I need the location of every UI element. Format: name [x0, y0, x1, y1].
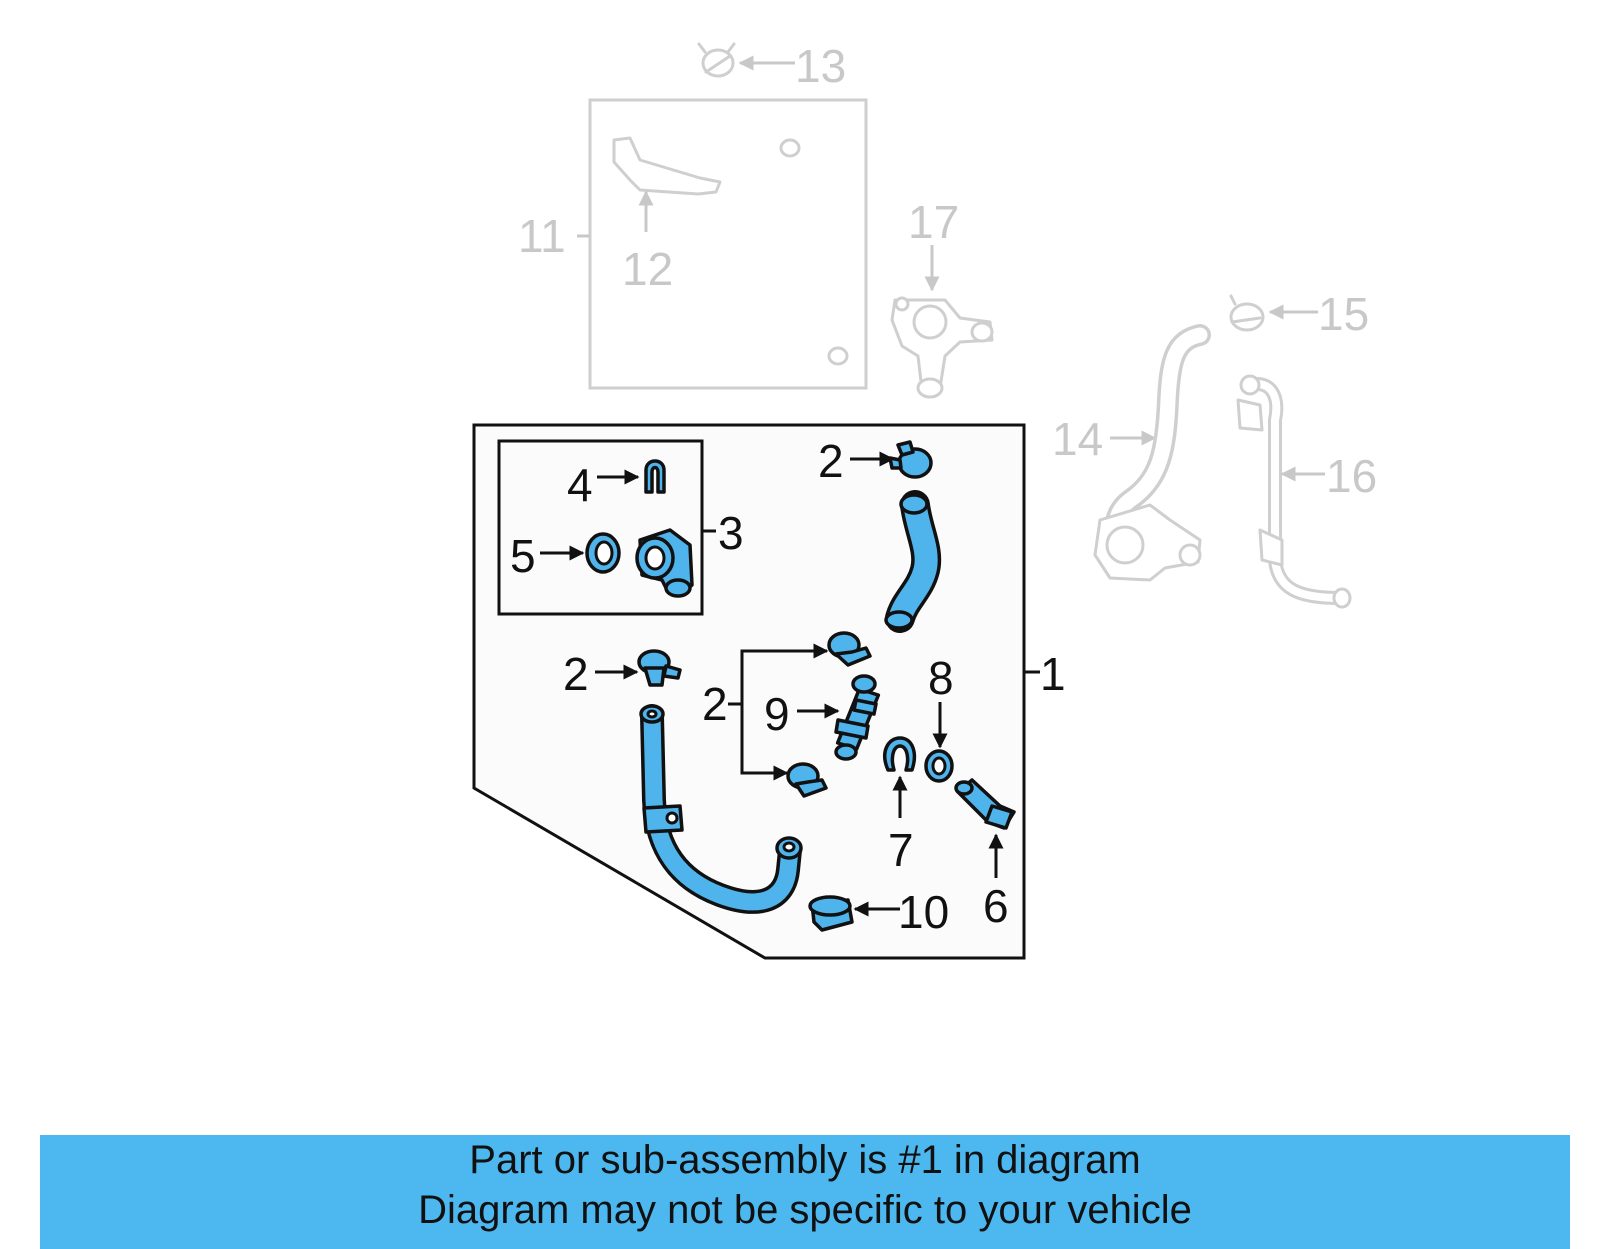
- callout-9: 9: [764, 688, 790, 740]
- parts-diagram: 13 11 12 17 15 14: [472, 40, 1377, 960]
- banner-line-2: Diagram may not be specific to your vehi…: [418, 1188, 1192, 1232]
- assembly-1: 1 3 4 5 2: [472, 423, 1066, 960]
- callout-11: 11: [518, 210, 566, 262]
- callout-12: 12: [622, 243, 673, 295]
- callout-4: 4: [567, 459, 593, 511]
- part-14-hose: [1093, 324, 1211, 582]
- part-1-hose-upper: [884, 490, 942, 633]
- callout-15: 15: [1318, 288, 1369, 340]
- part-17-valve: [890, 296, 994, 399]
- part-13-clamp: [697, 42, 736, 78]
- banner-line-1: Part or sub-assembly is #1 in diagram: [469, 1138, 1141, 1182]
- callout-2-bracket: 2: [702, 678, 728, 730]
- part-1-hose-lower: [639, 704, 803, 914]
- callout-2-top: 2: [818, 435, 844, 487]
- callout-6: 6: [983, 880, 1009, 932]
- part-2-clamp-mid-top: [827, 631, 872, 667]
- callout-16: 16: [1326, 450, 1377, 502]
- part-2-clamp-top: [888, 440, 933, 479]
- callout-3: 3: [718, 507, 744, 559]
- callout-17: 17: [908, 196, 959, 248]
- sub-assembly-11-frame: [588, 98, 868, 390]
- info-banner: Part or sub-assembly is #1 in diagram Di…: [40, 1135, 1570, 1249]
- part-11-pipe: [612, 136, 849, 366]
- callout-2-left: 2: [563, 648, 589, 700]
- part-10-clamp: [808, 895, 854, 932]
- faded-parts: 13 11 12 17 15 14: [518, 40, 1377, 609]
- part-4-clip: [644, 459, 666, 494]
- callout-1: 1: [1040, 648, 1066, 700]
- callout-10: 10: [898, 886, 949, 938]
- callout-13: 13: [795, 40, 846, 92]
- part-5-o-ring: [585, 532, 621, 574]
- part-9-connector: [834, 674, 881, 761]
- callout-8: 8: [928, 652, 954, 704]
- part-2-clamp-left: [637, 649, 682, 687]
- callout-5: 5: [510, 530, 536, 582]
- part-2-clamp-mid-bottom: [786, 762, 828, 798]
- part-16-pipe: [1236, 374, 1352, 609]
- callout-14: 14: [1052, 413, 1103, 465]
- sub-assembly-3-frame: [497, 439, 704, 616]
- part-3-elbow: [635, 528, 694, 598]
- part-6-sensor: [954, 778, 1016, 830]
- callout-7: 7: [888, 824, 914, 876]
- part-15-clamp: [1229, 294, 1265, 332]
- part-8-o-ring: [924, 749, 954, 783]
- part-7-clip: [883, 736, 917, 772]
